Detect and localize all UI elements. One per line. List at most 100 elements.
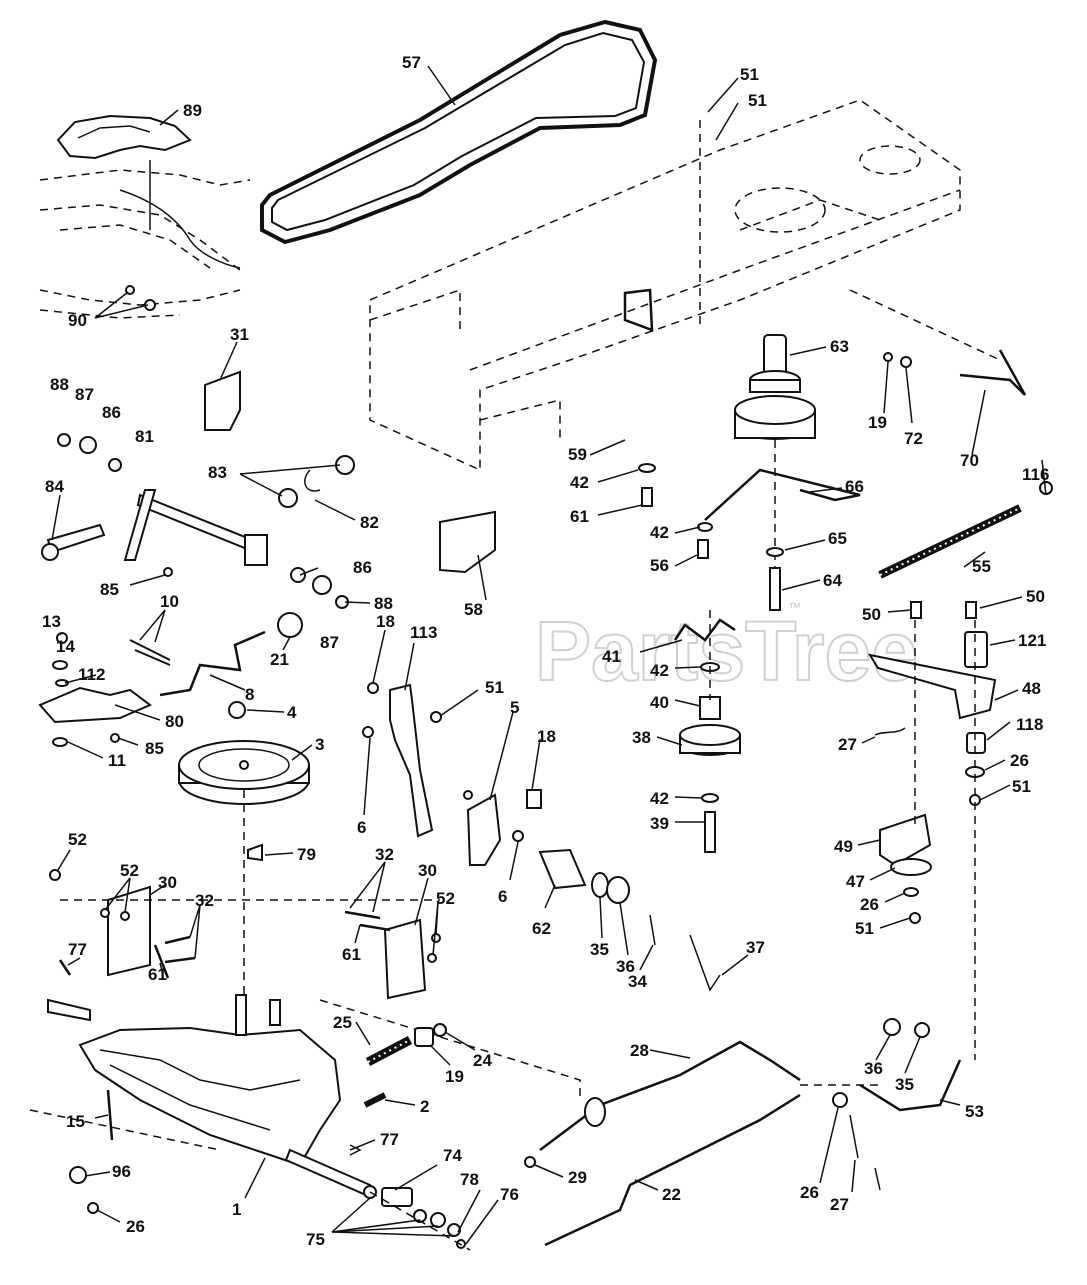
- callout-72: 72: [904, 429, 923, 448]
- callout-36: 36: [616, 957, 635, 976]
- callout-18: 18: [537, 727, 556, 746]
- mounting-brackets: [49, 869, 441, 1000]
- callout-90: 90: [68, 311, 87, 330]
- callout-15: 15: [66, 1112, 85, 1131]
- callout-84: 84: [45, 477, 64, 496]
- callout-87: 87: [320, 633, 339, 652]
- callout-121: 121: [1018, 631, 1046, 650]
- callout-86: 86: [353, 558, 372, 577]
- callout-59: 59: [568, 445, 587, 464]
- plate-58: [439, 510, 496, 574]
- callout-58: 58: [464, 600, 483, 619]
- clutch-rods: [623, 288, 1053, 521]
- lever-rod-assembly: [38, 612, 303, 747]
- callout-62: 62: [532, 919, 551, 938]
- watermark-text: PartsTree: [535, 604, 918, 698]
- callout-96: 96: [112, 1162, 131, 1181]
- callout-57: 57: [402, 53, 421, 72]
- callout-30: 30: [418, 861, 437, 880]
- callout-51: 51: [740, 65, 759, 84]
- callout-52: 52: [120, 861, 139, 880]
- callout-49: 49: [834, 837, 853, 856]
- callout-19: 19: [445, 1067, 464, 1086]
- callout-70: 70: [960, 451, 979, 470]
- callout-1: 1: [232, 1200, 241, 1219]
- callout-74: 74: [443, 1146, 462, 1165]
- callout-22: 22: [662, 1185, 681, 1204]
- callout-85: 85: [100, 580, 119, 599]
- callout-11: 11: [108, 751, 126, 770]
- callout-118: 118: [1016, 715, 1043, 734]
- callout-4: 4: [287, 703, 297, 722]
- callout-24: 24: [473, 1051, 492, 1070]
- idler-pulley-stack: [734, 334, 816, 610]
- callout-30: 30: [158, 873, 177, 892]
- callout-38: 38: [632, 728, 651, 747]
- callout-61: 61: [148, 965, 167, 984]
- callout-10: 10: [160, 592, 179, 611]
- callout-77: 77: [68, 940, 87, 959]
- callout-26: 26: [800, 1183, 819, 1202]
- transaxle: [29, 959, 581, 1197]
- callout-113: 113: [410, 623, 437, 642]
- callout-36: 36: [864, 1059, 883, 1078]
- callout-42: 42: [650, 789, 669, 808]
- callout-82: 82: [360, 513, 379, 532]
- callout-81: 81: [135, 427, 154, 446]
- callout-75: 75: [306, 1230, 325, 1249]
- callout-79: 79: [297, 845, 316, 864]
- leader-lines: [51, 65, 1047, 1245]
- transmission-pulley: [178, 701, 310, 1000]
- callout-51: 51: [485, 678, 504, 697]
- callout-28: 28: [630, 1041, 649, 1060]
- callout-31: 31: [230, 325, 249, 344]
- callout-88: 88: [374, 594, 393, 613]
- callout-78: 78: [460, 1170, 479, 1189]
- callout-14: 14: [56, 637, 75, 656]
- callout-13: 13: [42, 612, 61, 631]
- callout-32: 32: [375, 845, 394, 864]
- center-hardware: [638, 463, 784, 853]
- callout-52: 52: [68, 830, 87, 849]
- fender-assembly: [39, 114, 251, 319]
- callout-3: 3: [315, 735, 324, 754]
- callout-32: 32: [195, 891, 214, 910]
- callout-6: 6: [357, 818, 366, 837]
- callout-77: 77: [380, 1130, 399, 1149]
- sleeve-washers: [538, 848, 721, 992]
- bracket-31: [204, 370, 241, 431]
- callout-61: 61: [342, 945, 361, 964]
- callout-5: 5: [510, 698, 519, 717]
- watermark-trademark: ™: [788, 600, 801, 615]
- callout-48: 48: [1022, 679, 1041, 698]
- callout-6: 6: [498, 887, 507, 906]
- callout-53: 53: [965, 1102, 984, 1121]
- callout-42: 42: [570, 473, 589, 492]
- callout-labels: 57 51 51 89 90 31 63 88 87 86 81 83 82 8…: [42, 53, 1049, 1249]
- callout-85: 85: [145, 739, 164, 758]
- callout-25: 25: [333, 1013, 352, 1032]
- callout-27: 27: [830, 1195, 849, 1214]
- callout-87: 87: [75, 385, 94, 404]
- callout-76: 76: [500, 1185, 519, 1204]
- callout-63: 63: [830, 337, 849, 356]
- callout-66: 66: [845, 477, 864, 496]
- callout-56: 56: [650, 556, 669, 575]
- callout-65: 65: [828, 529, 847, 548]
- callout-18: 18: [376, 612, 395, 631]
- callout-34: 34: [628, 972, 647, 991]
- spring-55: [878, 504, 1022, 579]
- callout-21: 21: [270, 650, 289, 669]
- callout-39: 39: [650, 814, 669, 833]
- callout-2: 2: [420, 1097, 429, 1116]
- callout-61: 61: [570, 507, 589, 526]
- axle-washers: [69, 1089, 471, 1251]
- callout-8: 8: [245, 685, 254, 704]
- callout-35: 35: [590, 940, 609, 959]
- callout-41: 41: [602, 647, 621, 666]
- callout-64: 64: [823, 571, 842, 590]
- callout-40: 40: [650, 693, 669, 712]
- callout-27: 27: [838, 735, 857, 754]
